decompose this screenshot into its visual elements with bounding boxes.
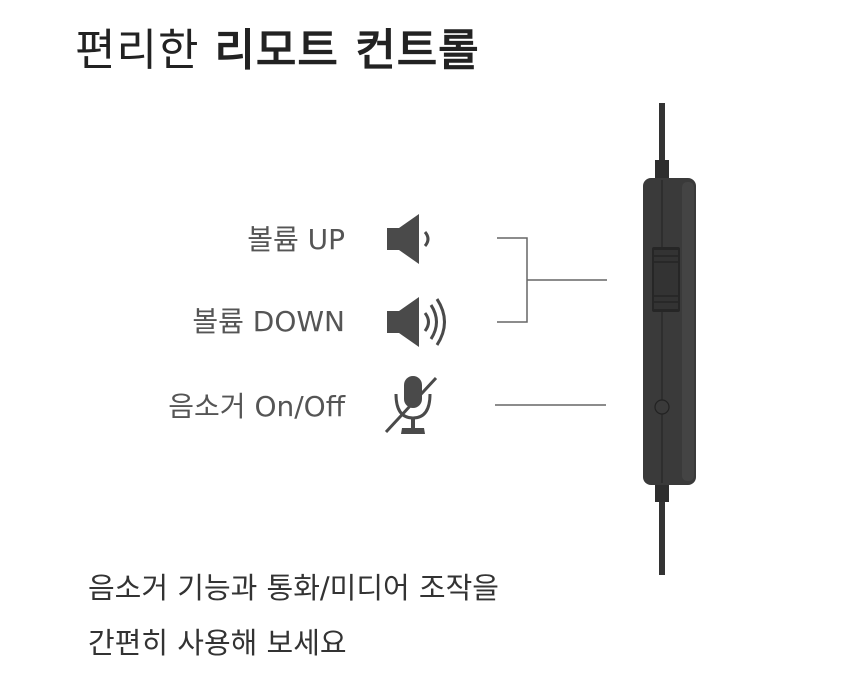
label-volume-down: 볼륨 DOWN bbox=[192, 305, 345, 338]
title-bold: 리모트 컨트롤 bbox=[214, 25, 480, 76]
mic-mute-icon bbox=[384, 376, 438, 434]
page-title: 편리한 리모트 컨트롤 bbox=[75, 14, 480, 78]
description-line-2: 간편히 사용해 보세요 bbox=[88, 626, 347, 660]
remote-device bbox=[643, 103, 696, 575]
volume-high-icon bbox=[387, 297, 446, 347]
title-normal: 편리한 bbox=[75, 25, 200, 76]
volume-low-icon bbox=[387, 214, 430, 264]
label-mute: 음소거 On/Off bbox=[168, 390, 345, 423]
volume-wheel bbox=[652, 247, 680, 312]
label-volume-up: 볼륨 UP bbox=[247, 223, 345, 256]
description-line-1: 음소거 기능과 통화/미디어 조작을 bbox=[88, 571, 499, 605]
mute-button bbox=[654, 399, 670, 415]
connector-lines bbox=[495, 237, 607, 406]
